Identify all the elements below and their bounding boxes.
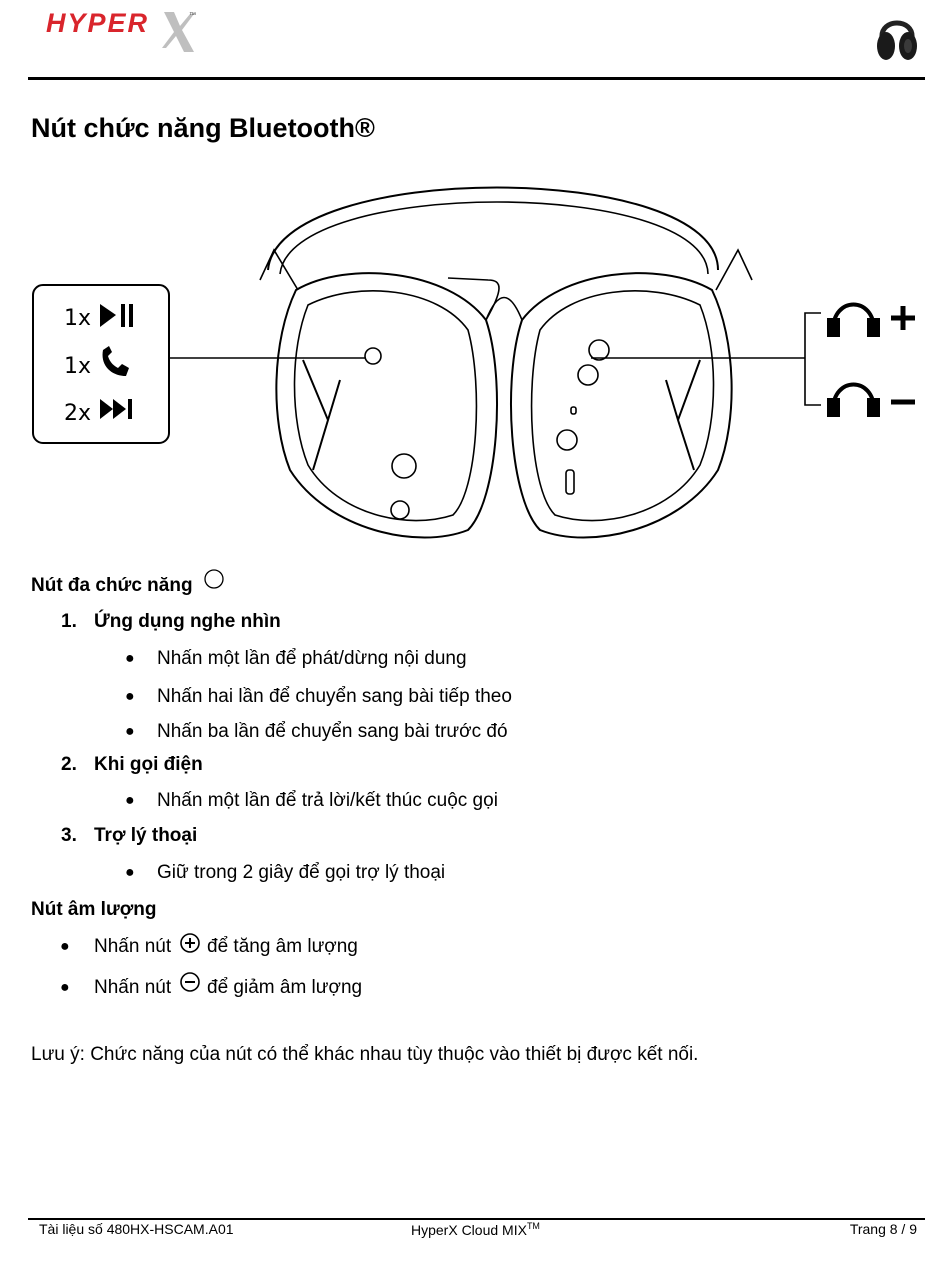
section-number-3: 3. bbox=[61, 825, 77, 846]
list-item: Nhấn ba lần để chuyển sang bài trước đó bbox=[157, 721, 508, 742]
brand-logo-text: HYPER bbox=[46, 8, 150, 38]
section-title-2: Khi gọi điện bbox=[94, 754, 203, 775]
bullet-dot: ● bbox=[125, 723, 135, 740]
minus-circle-icon bbox=[180, 972, 200, 992]
bullet-dot: ● bbox=[125, 650, 135, 667]
multifunction-heading-text: Nút đa chức năng bbox=[31, 575, 193, 596]
logo-trademark: ™ bbox=[189, 12, 196, 19]
list-item: Nhấn hai lần để chuyển sang bài tiếp the… bbox=[157, 686, 512, 707]
list-item: Nhấn một lần để trả lời/kết thúc cuộc gọ… bbox=[157, 790, 498, 811]
headphones-plus-icon bbox=[827, 302, 915, 337]
bullet-dot: ● bbox=[60, 979, 70, 996]
plus-circle-icon bbox=[180, 933, 200, 953]
play-pause-icon bbox=[100, 304, 133, 327]
footer-rule bbox=[28, 1218, 925, 1220]
bullet-dot: ● bbox=[125, 864, 135, 881]
bullet-dot: ● bbox=[60, 938, 70, 955]
section-number-1: 1. bbox=[61, 611, 77, 632]
section-number-2: 2. bbox=[61, 754, 77, 775]
section-title-3: Trợ lý thoại bbox=[94, 825, 198, 846]
headphones-minus-icon bbox=[827, 382, 915, 417]
list-item: Giữ trong 2 giây để gọi trợ lý thoại bbox=[157, 862, 446, 883]
bullet-dot: ● bbox=[125, 688, 135, 705]
multifunction-heading: Nút đa chức năng bbox=[31, 575, 193, 597]
callout-count-3: 2x bbox=[64, 401, 91, 426]
header-rule bbox=[28, 77, 925, 80]
bullet-dot: ● bbox=[125, 792, 135, 809]
headset-diagram: 1x 1x 2x bbox=[32, 186, 915, 539]
hyperx-x-logo-icon bbox=[162, 12, 194, 52]
section-title-1: Ứng dụng nghe nhìn bbox=[94, 611, 281, 632]
headset-icon bbox=[877, 20, 917, 60]
footer-product: HyperX Cloud MIXTM bbox=[411, 1221, 540, 1238]
next-track-icon bbox=[100, 399, 132, 419]
note-text: Lưu ý: Chức năng của nút có thể khác nha… bbox=[31, 1044, 699, 1065]
volume-item-2-after: để giảm âm lượng bbox=[207, 977, 363, 998]
list-item: Nhấn một lần để phát/dừng nội dung bbox=[157, 648, 467, 669]
volume-item-1-before: Nhấn nút bbox=[94, 936, 172, 957]
volume-heading: Nút âm lượng bbox=[31, 899, 157, 920]
footer-product-tm: TM bbox=[526, 1221, 540, 1231]
callout-count-1: 1x bbox=[64, 306, 91, 331]
footer-doc-number: Tài liệu số 480HX-HSCAM.A01 bbox=[39, 1221, 234, 1237]
footer-product-name: HyperX Cloud MIX bbox=[411, 1222, 527, 1238]
circle-button-icon bbox=[204, 569, 224, 589]
callout-count-2: 1x bbox=[64, 354, 91, 379]
footer-page-number: Trang 8 / 9 bbox=[849, 1221, 917, 1237]
phone-icon bbox=[102, 346, 129, 376]
volume-item-1-after: để tăng âm lượng bbox=[207, 936, 358, 957]
volume-item-2-before: Nhấn nút bbox=[94, 977, 172, 998]
page-title: Nút chức năng Bluetooth® bbox=[31, 113, 375, 143]
